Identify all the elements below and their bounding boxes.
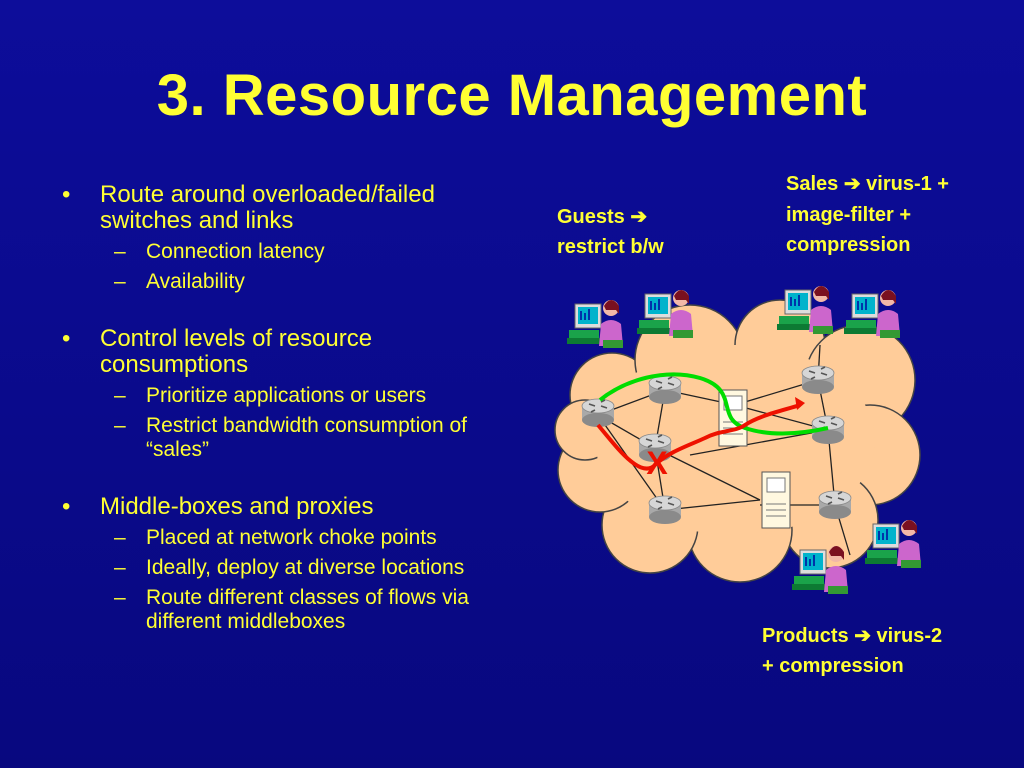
sub-bullet-availability: Availability [58, 270, 518, 294]
middlebox-server-icon [761, 471, 791, 529]
bullet-route-around: Route around overloaded/failed switches … [58, 182, 518, 234]
failed-path-red [596, 403, 801, 471]
bullet-list: Route around overloaded/failed switches … [58, 182, 518, 634]
guests-label-line2: restrict b/w [557, 236, 664, 258]
guests-label-line1: Guests ➔ [557, 206, 648, 228]
router-icon [648, 375, 682, 405]
router-icon [648, 495, 682, 525]
sub-bullet-choke-points: Placed at network choke points [58, 526, 518, 550]
products-label-line2: + compression [762, 655, 904, 677]
bullet-control-levels: Control levels of resource consumptions [58, 326, 518, 378]
sales-label-line1: Sales ➔ virus-1 + [786, 173, 949, 195]
router-icon [581, 398, 615, 428]
router-icon [801, 365, 835, 395]
bullet-middleboxes: Middle-boxes and proxies [58, 494, 518, 521]
sales-label-line2: image-filter + [786, 204, 912, 226]
products-user-icon [791, 545, 849, 595]
sub-bullet-route-classes: Route different classes of flows via dif… [58, 586, 518, 634]
sub-bullet-diverse-locations: Ideally, deploy at diverse locations [58, 556, 518, 580]
sales-user-icon [843, 289, 901, 339]
router-icon [818, 490, 852, 520]
guest-user-icon [636, 289, 694, 339]
products-user-icon [864, 519, 922, 569]
sub-bullet-prioritize: Prioritize applications or users [58, 384, 518, 408]
sales-label-line3: compression [786, 234, 911, 256]
slide-title: 3. Resource Management [156, 63, 868, 128]
sub-bullet-latency: Connection latency [58, 240, 518, 264]
arrow-head-icon [795, 397, 805, 410]
sub-bullet-restrict-bandwidth: Restrict bandwidth consumption of “sales… [58, 414, 518, 462]
guest-user-icon [566, 299, 624, 349]
rerouted-path-green [598, 372, 829, 436]
products-label-line1: Products ➔ virus-2 [762, 625, 943, 647]
failure-x-mark: X [646, 445, 668, 481]
sales-user-icon [776, 285, 834, 335]
